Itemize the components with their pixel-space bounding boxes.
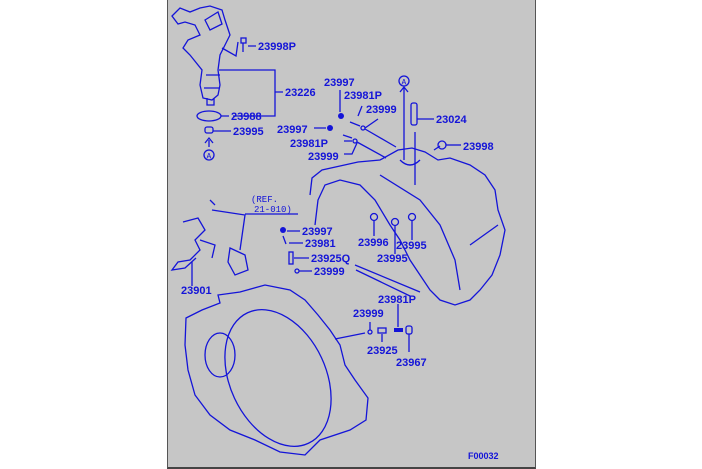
callout-23901[interactable]: 23901 (181, 285, 212, 297)
svg-text:A: A (402, 79, 407, 88)
callout-23995[interactable]: 23995 (396, 240, 427, 252)
callout-23997[interactable]: 23997 (302, 226, 333, 238)
bolt-23998[interactable] (433, 140, 461, 151)
callout-23995[interactable]: 23995 (377, 253, 408, 265)
callout-23996[interactable]: 23996 (358, 237, 389, 249)
svg-text:A: A (207, 153, 212, 162)
figure-code: F00032 (468, 451, 499, 461)
sensor-23024[interactable] (410, 102, 434, 185)
callout-23925[interactable]: 23925 (367, 345, 398, 357)
callout-23226[interactable]: 23226 (285, 87, 316, 99)
reference-note-line1: (REF. (251, 195, 278, 205)
bell-housing (184, 284, 369, 456)
callout-23997[interactable]: 23997 (277, 124, 308, 136)
callout-23999[interactable]: 23999 (366, 104, 397, 116)
o-ring-23988[interactable] (196, 110, 222, 122)
callout-23999[interactable]: 23999 (308, 151, 339, 163)
view-marker-a-left (203, 149, 215, 161)
diagram-frame (167, 0, 536, 469)
callout-23998p[interactable]: 23998P (258, 41, 296, 53)
callout-23995[interactable]: 23995 (233, 126, 264, 138)
part-cluster-middle[interactable] (280, 212, 421, 297)
callout-23999[interactable]: 23999 (353, 308, 384, 320)
callout-23997[interactable]: 23997 (324, 77, 355, 89)
callout-23988[interactable]: 23988 (231, 111, 262, 123)
seal-23995[interactable] (204, 126, 214, 134)
bracket-23901[interactable] (170, 199, 298, 286)
callout-23967[interactable]: 23967 (396, 357, 427, 369)
callout-23981[interactable]: 23981 (305, 238, 336, 250)
callout-23981p[interactable]: 23981P (290, 138, 328, 150)
shift-lever-assembly[interactable] (171, 5, 239, 106)
part-cluster-lower[interactable] (367, 304, 413, 352)
transaxle-case (309, 147, 506, 306)
callout-23981p[interactable]: 23981P (378, 294, 416, 306)
callout-23024[interactable]: 23024 (436, 114, 467, 126)
bolt-23998p[interactable] (240, 37, 247, 52)
reference-note-line2: 21-010) (254, 205, 292, 215)
callout-23981p[interactable]: 23981P (344, 90, 382, 102)
callout-23999[interactable]: 23999 (314, 266, 345, 278)
callout-23925q[interactable]: 23925Q (311, 253, 351, 265)
part-cluster-upper[interactable] (314, 90, 397, 159)
callout-23998[interactable]: 23998 (463, 141, 494, 153)
